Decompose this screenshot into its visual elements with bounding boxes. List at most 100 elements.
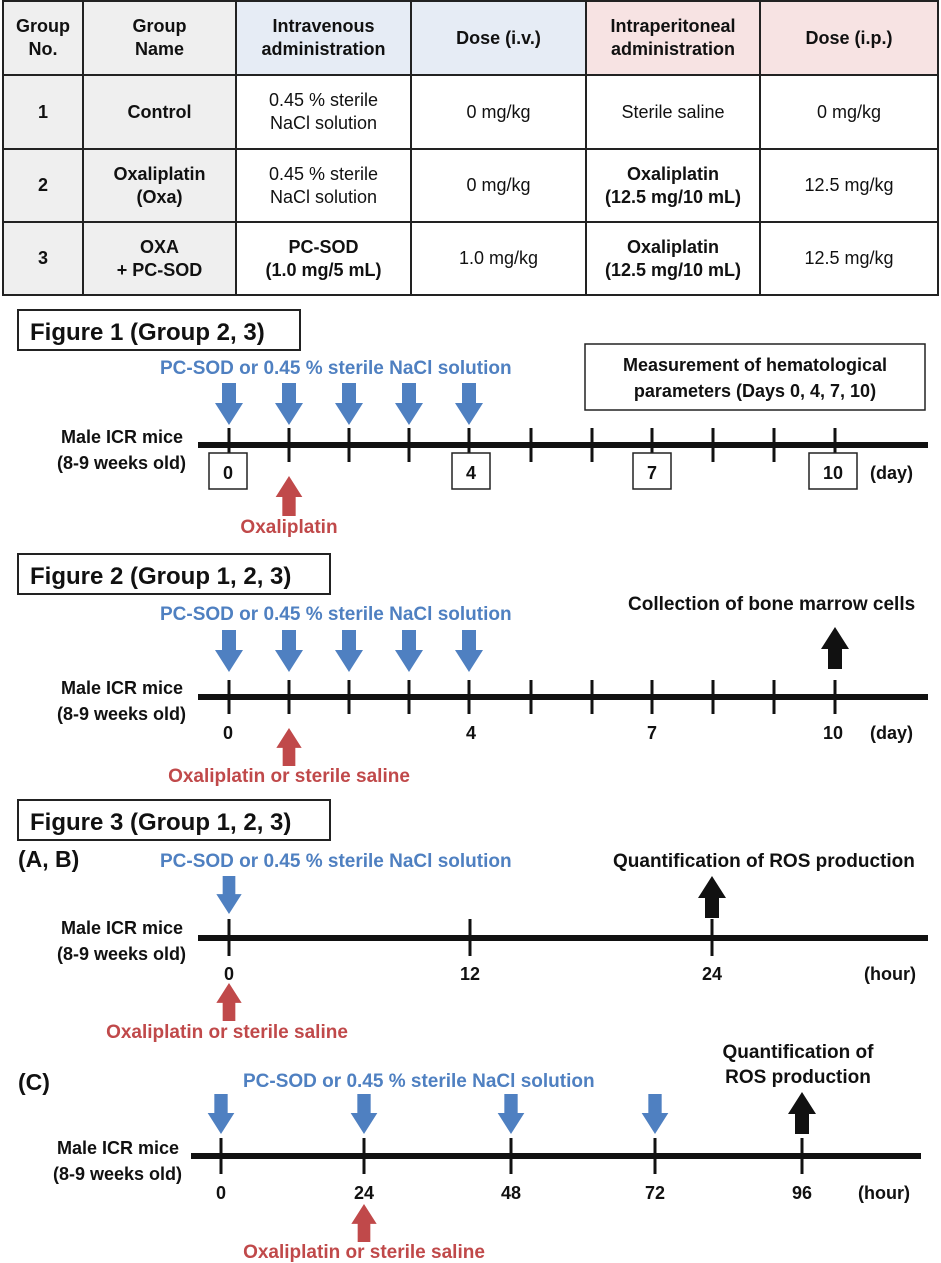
figure-1-ip-label: Oxaliplatin — [240, 517, 337, 538]
cell-iv-admin: PC-SOD(1.0 mg/5 mL) — [235, 221, 412, 296]
iv-dose-arrow — [275, 630, 303, 672]
day-label: 7 — [647, 463, 657, 483]
panel-ab-unit: (hour) — [864, 964, 916, 984]
figure-2-unit: (day) — [870, 723, 913, 743]
hour-label: 24 — [354, 1183, 374, 1203]
table-row: 3 OXA+ PC-SOD PC-SOD(1.0 mg/5 mL) 1.0 mg… — [2, 221, 939, 296]
iv-dose-arrow — [350, 1094, 378, 1134]
header-dose-ip: Dose (i.p.) — [759, 0, 939, 76]
day-label: 4 — [466, 463, 476, 483]
panel-ab-ticks — [227, 919, 714, 956]
cell-dose-iv: 0 mg/kg — [410, 74, 587, 150]
panel-c-quant-line1: Quantification of — [723, 1042, 875, 1063]
panel-c-ticks — [219, 1138, 804, 1174]
hour-label: 72 — [645, 1183, 665, 1203]
figure-1-subject-line2: (8-9 weeks old) — [57, 453, 186, 473]
figure-2-ip-label: Oxaliplatin or sterile saline — [168, 766, 410, 787]
cell-dose-iv: 0 mg/kg — [410, 148, 587, 223]
cell-ip-admin: Sterile saline — [585, 74, 761, 150]
figure-1-iv-label: PC-SOD or 0.45 % sterile NaCl solution — [160, 358, 512, 379]
day-label: 7 — [647, 723, 657, 743]
panel-ab-iv-label: PC-SOD or 0.45 % sterile NaCl solution — [160, 851, 512, 872]
panel-ab-ip-label: Oxaliplatin or sterile saline — [106, 1022, 348, 1043]
panel-c-subject-line2: (8-9 weeks old) — [53, 1164, 182, 1184]
figure-3: Figure 3 (Group 1, 2, 3) (A, B) PC-SOD o… — [17, 799, 928, 1263]
hour-label: 24 — [702, 964, 722, 984]
hour-label: 0 — [224, 964, 234, 984]
collection-arrow — [821, 627, 849, 669]
panel-c-iv-label: PC-SOD or 0.45 % sterile NaCl solution — [243, 1071, 595, 1092]
quantification-arrow — [788, 1092, 816, 1134]
iv-dose-arrow — [395, 383, 423, 425]
panel-c-ip-label: Oxaliplatin or sterile saline — [243, 1242, 485, 1263]
iv-dose-arrow — [275, 383, 303, 425]
figure-2: Figure 2 (Group 1, 2, 3) PC-SOD or 0.45 … — [17, 553, 928, 787]
ip-dose-arrow — [216, 983, 242, 1021]
figure-3-title: Figure 3 (Group 1, 2, 3) — [30, 809, 291, 836]
iv-dose-arrow — [641, 1094, 669, 1134]
iv-dose-arrow — [455, 383, 483, 425]
ip-dose-arrow — [351, 1204, 377, 1242]
panel-c-quant-line2: ROS production — [725, 1067, 871, 1088]
iv-dose-arrow — [207, 1094, 235, 1134]
iv-dose-arrow — [395, 630, 423, 672]
cell-group-name: Control — [82, 74, 237, 150]
figure-2-title-box — [17, 553, 331, 595]
iv-dose-arrow — [215, 383, 243, 425]
panel-ab-label: (A, B) — [18, 846, 79, 872]
cell-ip-admin: Oxaliplatin(12.5 mg/10 mL) — [585, 148, 761, 223]
ip-dose-arrow — [275, 476, 303, 516]
day-label: 10 — [823, 463, 843, 483]
figure-1: Figure 1 (Group 2, 3) PC-SOD or 0.45 % s… — [17, 309, 928, 538]
figure-2-iv-arrows — [215, 630, 483, 672]
figure-2-title: Figure 2 (Group 1, 2, 3) — [30, 563, 291, 590]
figure-2-iv-label: PC-SOD or 0.45 % sterile NaCl solution — [160, 604, 512, 625]
iv-dose-arrow — [215, 630, 243, 672]
panel-ab-quant-label: Quantification of ROS production — [613, 851, 915, 872]
panel-ab-subject-line1: Male ICR mice — [61, 918, 183, 938]
iv-dose-arrow — [216, 876, 242, 914]
figure-2-ticks — [227, 680, 837, 714]
figure-1-subject-line1: Male ICR mice — [61, 427, 183, 447]
figure-1-title: Figure 1 (Group 2, 3) — [30, 319, 265, 346]
day-label: 4 — [466, 723, 476, 743]
cell-dose-ip: 12.5 mg/kg — [759, 148, 939, 223]
day-label: 10 — [823, 723, 843, 743]
iv-dose-arrow — [335, 383, 363, 425]
measurement-label-line2: parameters (Days 0, 4, 7, 10) — [634, 381, 876, 401]
panel-c-iv-arrows — [207, 1094, 669, 1134]
cell-ip-admin: Oxaliplatin(12.5 mg/10 mL) — [585, 221, 761, 296]
ip-dose-arrow — [276, 728, 302, 766]
measurement-box — [584, 343, 926, 411]
panel-c-subject-line1: Male ICR mice — [57, 1138, 179, 1158]
hour-label: 0 — [216, 1183, 226, 1203]
iv-dose-arrow — [497, 1094, 525, 1134]
figure-1-title-box — [17, 309, 301, 351]
cell-group-name: OXA+ PC-SOD — [82, 221, 237, 296]
cell-dose-ip: 12.5 mg/kg — [759, 221, 939, 296]
header-dose-iv: Dose (i.v.) — [410, 0, 587, 76]
cell-dose-iv: 1.0 mg/kg — [410, 221, 587, 296]
cell-group-no: 3 — [2, 221, 84, 296]
figure-2-subject-line1: Male ICR mice — [61, 678, 183, 698]
panel-ab-subject-line2: (8-9 weeks old) — [57, 944, 186, 964]
figure-1-iv-arrows — [215, 383, 483, 425]
hour-label: 48 — [501, 1183, 521, 1203]
cell-group-no: 1 — [2, 74, 84, 150]
measurement-label-line1: Measurement of hematological — [623, 355, 887, 375]
figure-2-subject-line2: (8-9 weeks old) — [57, 704, 186, 724]
cell-group-no: 2 — [2, 148, 84, 223]
collection-label: Collection of bone marrow cells — [628, 594, 915, 615]
figure-1-unit: (day) — [870, 463, 913, 483]
cell-dose-ip: 0 mg/kg — [759, 74, 939, 150]
cell-group-name: Oxaliplatin(Oxa) — [82, 148, 237, 223]
figure-1-day-boxes — [208, 452, 858, 490]
